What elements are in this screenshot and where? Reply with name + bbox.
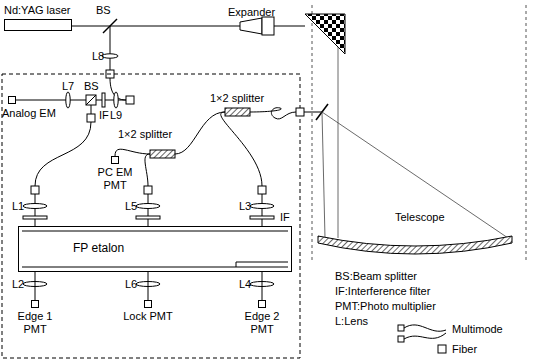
abbreviation-note: L:Lens xyxy=(335,315,368,328)
detector-node: Lock PMT xyxy=(123,300,173,323)
detector-symbol xyxy=(111,156,119,164)
legend-text: Fiber xyxy=(452,343,477,356)
detector-symbol xyxy=(144,300,152,308)
light-path xyxy=(262,272,263,300)
part-label: Telescope xyxy=(395,211,445,224)
light-path xyxy=(35,272,36,300)
part-label: L7 xyxy=(62,80,74,93)
detector-symbol xyxy=(8,96,16,104)
detector-label: Lock PMT xyxy=(123,310,173,323)
part-label: BS xyxy=(84,80,99,93)
part-label: L2 xyxy=(12,278,24,291)
part-label: 1×2 splitter xyxy=(210,92,264,105)
detector-label: Edge 1 PMT xyxy=(10,310,60,336)
part-label: BS xyxy=(96,4,111,17)
part-label: Expander xyxy=(228,6,275,19)
detector-label: Edge 2 PMT xyxy=(237,310,287,336)
detector-node: Analog EM xyxy=(2,96,64,120)
part-label: L5 xyxy=(125,200,137,213)
part-label: L1 xyxy=(12,200,24,213)
detector-label: Analog EM xyxy=(2,107,64,120)
light-path xyxy=(148,272,149,300)
abbreviation-note: PMT:Photo multiplier xyxy=(335,300,436,313)
etalon-label: FP etalon xyxy=(71,242,126,255)
etalon-box: FP etalon xyxy=(18,226,292,272)
part-label: L4 xyxy=(239,278,251,291)
detector-node: Edge 1 PMT xyxy=(10,300,60,336)
laser-label: Nd:YAG laser xyxy=(4,4,72,17)
abbreviation-note: BS:Beam splitter xyxy=(335,270,417,283)
abbreviation-note: IF:Interference filter xyxy=(335,285,430,298)
detector-symbol xyxy=(31,300,39,308)
detector-node: Edge 2 PMT xyxy=(237,300,287,336)
detector-symbol xyxy=(258,300,266,308)
part-label: L8 xyxy=(92,50,104,63)
part-label: IF xyxy=(280,211,290,224)
part-label: L3 xyxy=(239,200,251,213)
laser-box: Nd:YAG laser xyxy=(4,4,72,31)
part-label: L9 xyxy=(110,109,122,122)
part-label: L6 xyxy=(125,278,137,291)
laser-body xyxy=(4,19,72,31)
detector-label: PC EM PMT xyxy=(93,166,137,192)
legend-text: Multimode xyxy=(452,323,503,336)
part-label: IF xyxy=(99,109,109,122)
part-label: 1×2 splitter xyxy=(118,128,172,141)
detector-node: PC EM PMT xyxy=(93,156,137,192)
